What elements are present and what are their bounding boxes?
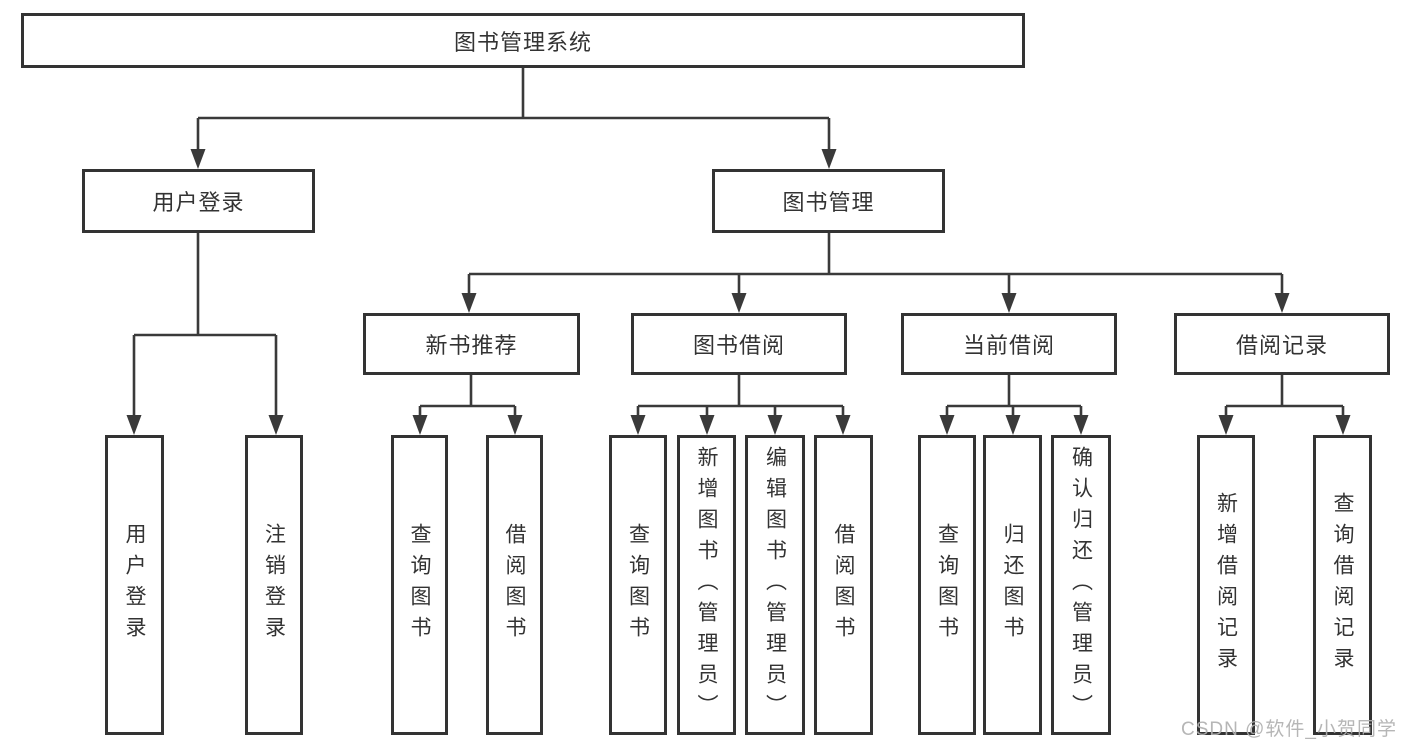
node-book-borrowing: 图书借阅	[631, 313, 847, 375]
leaf-query-book: 查询图书	[609, 435, 667, 735]
node-user-login: 用户登录	[82, 169, 315, 233]
leaf-logout: 注销登录	[245, 435, 303, 735]
csdn-watermark: CSDN @软件_小贺同学	[1181, 719, 1397, 740]
leaf-query-book: 查询图书	[391, 435, 448, 735]
leaf-confirm-return-admin: 确认归还（管理员）	[1051, 435, 1111, 735]
connector-root-to-level2	[190, 68, 837, 169]
leaf-query-borrow-record: 查询借阅记录	[1313, 435, 1372, 735]
connector-borrow-records-branch	[1218, 375, 1351, 435]
node-root-system: 图书管理系统	[21, 13, 1025, 68]
node-current-borrowing: 当前借阅	[901, 313, 1117, 375]
leaf-borrow-book: 借阅图书	[486, 435, 543, 735]
leaf-add-book-admin: 新增图书（管理员）	[677, 435, 736, 735]
leaf-edit-book-admin: 编辑图书（管理员）	[745, 435, 805, 735]
node-book-management: 图书管理	[712, 169, 945, 233]
connector-new-book-rec-branch	[412, 375, 523, 435]
connector-book-mgmt-branch	[461, 233, 1290, 313]
connector-current-borrow-branch	[939, 375, 1089, 435]
leaf-add-borrow-record: 新增借阅记录	[1197, 435, 1255, 735]
connector-user-login-branch	[126, 233, 284, 435]
leaf-user-login: 用户登录	[105, 435, 164, 735]
node-borrowing-records: 借阅记录	[1174, 313, 1390, 375]
leaf-return-book: 归还图书	[983, 435, 1042, 735]
leaf-query-book: 查询图书	[918, 435, 976, 735]
node-new-book-recommend: 新书推荐	[363, 313, 580, 375]
leaf-borrow-book: 借阅图书	[814, 435, 873, 735]
connector-book-borrow-branch	[630, 375, 851, 435]
